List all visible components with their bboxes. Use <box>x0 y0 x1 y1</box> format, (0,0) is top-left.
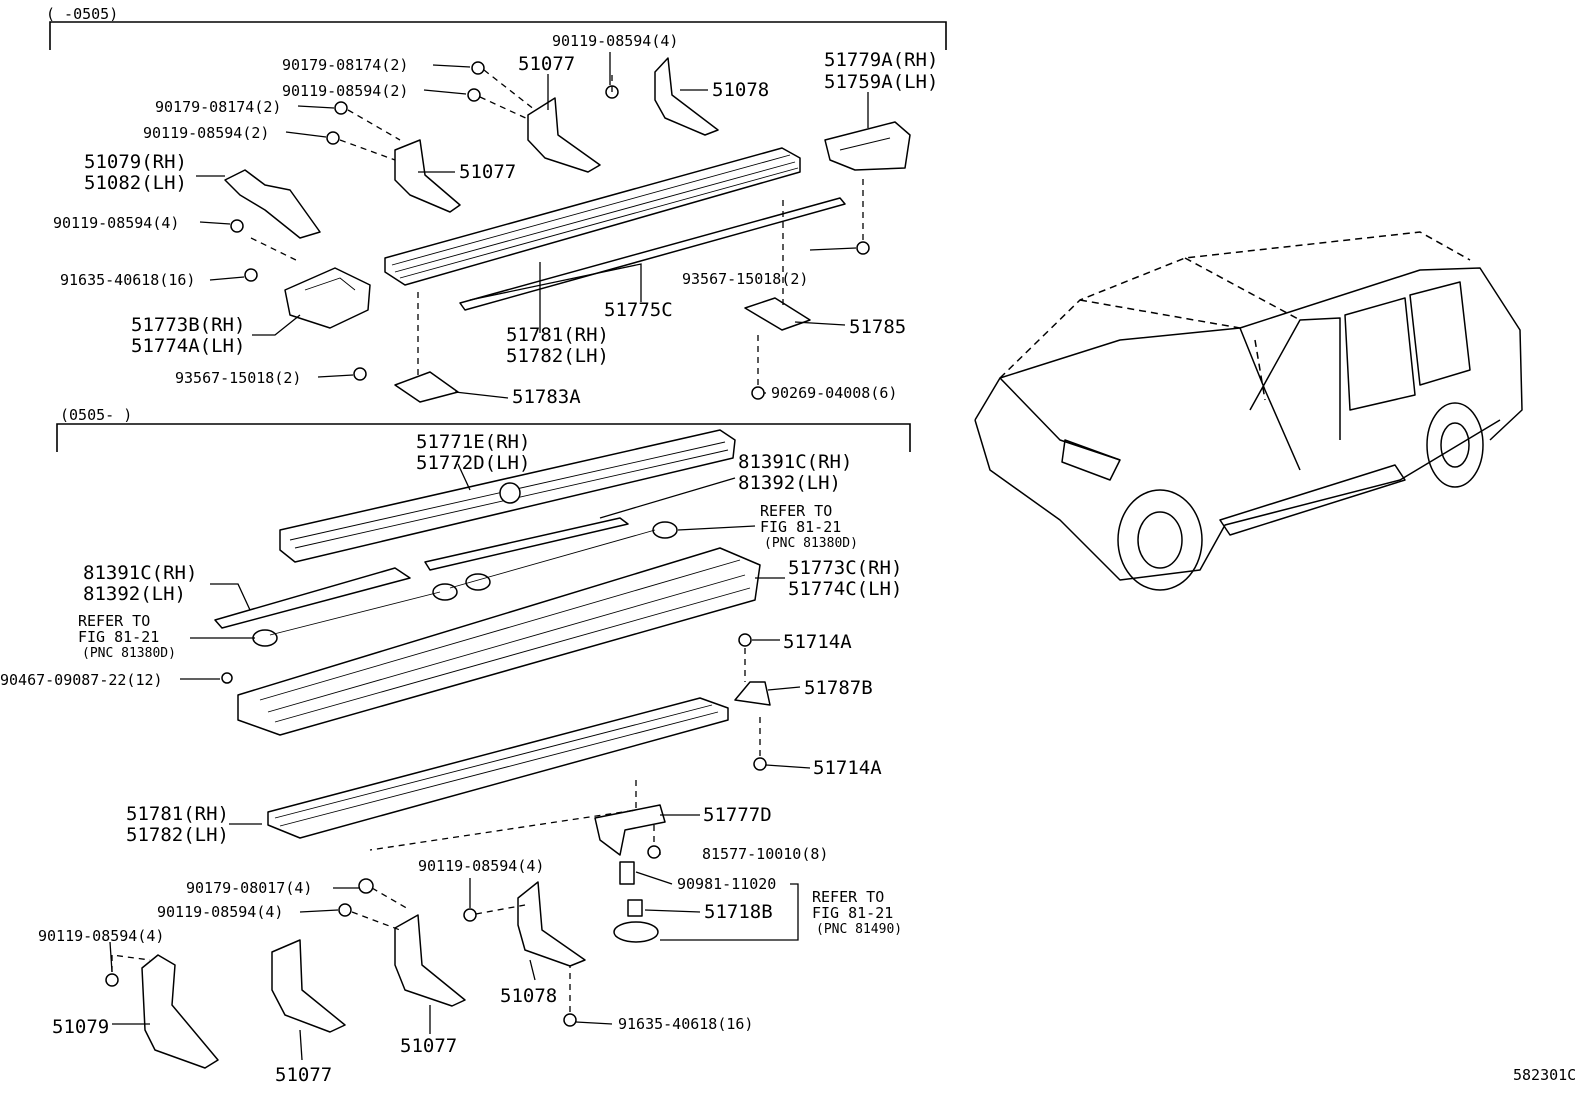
label-u-51082: 51082(LH) <box>84 172 187 194</box>
label-u-51078: 51078 <box>712 79 769 101</box>
lower-section-bracket: (0505- ) <box>56 406 911 452</box>
label-u-51077-top: 51077 <box>518 53 575 75</box>
step-assembly-51773c <box>237 547 761 736</box>
label-l-90119-left: 90119-08594(4) <box>38 927 164 945</box>
bracket-51077-upper-mid <box>394 139 461 213</box>
lamp-connectors <box>252 521 678 647</box>
label-l-51077-b: 51077 <box>275 1064 332 1086</box>
vehicle-illustration <box>974 231 1523 591</box>
label-u-51774a: 51774A(LH) <box>131 335 245 357</box>
label-l-91635: 91635-40618(16) <box>618 1015 753 1033</box>
label-u-51785: 51785 <box>849 316 906 338</box>
molding-81391c-right <box>424 517 629 571</box>
bracket-51783a <box>394 371 459 403</box>
label-l-refer-l2: FIG 81-21 <box>78 628 159 646</box>
label-u-90269: 90269-04008(6) <box>771 384 897 402</box>
upper-range-label: ( -0505) <box>46 5 118 23</box>
label-l-51714a-b: 51714A <box>813 757 882 779</box>
running-board-upper <box>384 147 801 286</box>
bracket-51077-lower-a <box>271 939 346 1033</box>
fasteners-lower <box>105 633 767 1027</box>
label-l-51787b: 51787B <box>804 677 873 699</box>
label-l-refer-b3: (PNC 81490) <box>816 922 902 937</box>
label-u-93567-r: 93567-15018(2) <box>682 270 808 288</box>
label-l-refer-r2: FIG 81-21 <box>760 518 841 536</box>
bracket-51079-lower <box>141 954 219 1069</box>
label-u-90119-a: 90119-08594(2) <box>282 82 408 100</box>
label-l-51078: 51078 <box>500 985 557 1007</box>
label-l-81391c-r: 81391C(RH) <box>738 451 852 473</box>
label-l-51718b: 51718B <box>704 901 773 923</box>
bracket-51079-upper <box>224 169 321 239</box>
label-l-51079: 51079 <box>52 1016 109 1038</box>
clip-90981 <box>613 861 659 943</box>
labels-upper: 90179-08174(2) 90119-08594(2) 90179-0817… <box>53 32 938 408</box>
label-l-refer-r1: REFER TO <box>760 502 832 520</box>
label-l-90119-top: 90119-08594(4) <box>418 857 544 875</box>
label-l-81392-r: 81392(LH) <box>738 472 841 494</box>
end-cap-51773b <box>284 267 371 329</box>
step-pad-51771e <box>279 429 736 563</box>
molding-81391c-left <box>214 567 411 629</box>
label-l-51781: 51781(RH) <box>126 803 229 825</box>
dashed-guides-upper <box>250 69 864 385</box>
bracket-51787b <box>734 681 771 706</box>
bracket-51078-upper <box>654 57 719 136</box>
running-board-lower <box>267 697 729 839</box>
label-l-51771e: 51771E(RH) <box>416 431 530 453</box>
label-l-90119-mid: 90119-08594(4) <box>157 903 283 921</box>
label-l-81392-l: 81392(LH) <box>83 583 186 605</box>
label-l-51772d: 51772D(LH) <box>416 452 530 474</box>
bracket-51078-lower <box>517 881 586 967</box>
bracket-51785 <box>744 297 811 331</box>
label-u-90179-a: 90179-08174(2) <box>282 56 408 74</box>
label-l-refer-l1: REFER TO <box>78 612 150 630</box>
bracket-51077-lower-b <box>394 914 466 1007</box>
bracket-51777d <box>594 804 666 856</box>
label-u-90179-b: 90179-08174(2) <box>155 98 281 116</box>
label-u-91635: 91635-40618(16) <box>60 271 195 289</box>
label-l-51773c: 51773C(RH) <box>788 557 902 579</box>
label-u-51782: 51782(LH) <box>506 345 609 367</box>
label-u-93567-l: 93567-15018(2) <box>175 369 301 387</box>
label-l-90467: 90467-09087-22(12) <box>0 671 163 689</box>
label-l-51782: 51782(LH) <box>126 824 229 846</box>
end-cap-51779a <box>824 121 911 171</box>
label-u-51773b: 51773B(RH) <box>131 314 245 336</box>
label-u-51077-mid: 51077 <box>459 161 516 183</box>
label-l-51774c: 51774C(LH) <box>788 578 902 600</box>
label-u-90119-b: 90119-08594(2) <box>143 124 269 142</box>
label-u-51783a: 51783A <box>512 386 581 408</box>
label-u-90119-c: 90119-08594(4) <box>53 214 179 232</box>
bracket-51077-upper-top <box>527 97 601 173</box>
figure-code: 582301C <box>1513 1066 1576 1084</box>
label-l-81577: 81577-10010(8) <box>702 845 828 863</box>
label-u-51079: 51079(RH) <box>84 151 187 173</box>
label-l-51714a-a: 51714A <box>783 631 852 653</box>
label-l-refer-r3: (PNC 81380D) <box>764 536 858 551</box>
labels-lower: 51771E(RH) 51772D(LH) 81391C(RH) 81392(L… <box>0 431 1576 1086</box>
label-l-90179: 90179-08017(4) <box>186 879 312 897</box>
upper-section-bracket: ( -0505) <box>46 5 947 50</box>
leader-lines <box>109 52 869 1061</box>
lower-range-label: (0505- ) <box>60 406 132 424</box>
label-l-51777d: 51777D <box>703 804 772 826</box>
label-l-refer-b2: FIG 81-21 <box>812 904 893 922</box>
label-u-51779a: 51779A(RH) <box>824 49 938 71</box>
label-u-51759a: 51759A(LH) <box>824 71 938 93</box>
fasteners-upper <box>230 61 870 400</box>
label-u-51775c: 51775C <box>604 299 673 321</box>
label-l-refer-l3: (PNC 81380D) <box>82 646 176 661</box>
label-u-90119-top: 90119-08594(4) <box>552 32 678 50</box>
label-l-90981: 90981-11020 <box>677 875 776 893</box>
label-u-51781: 51781(RH) <box>506 324 609 346</box>
label-l-51077-a: 51077 <box>400 1035 457 1057</box>
label-l-81391c-l: 81391C(RH) <box>83 562 197 584</box>
label-l-refer-b1: REFER TO <box>812 888 884 906</box>
